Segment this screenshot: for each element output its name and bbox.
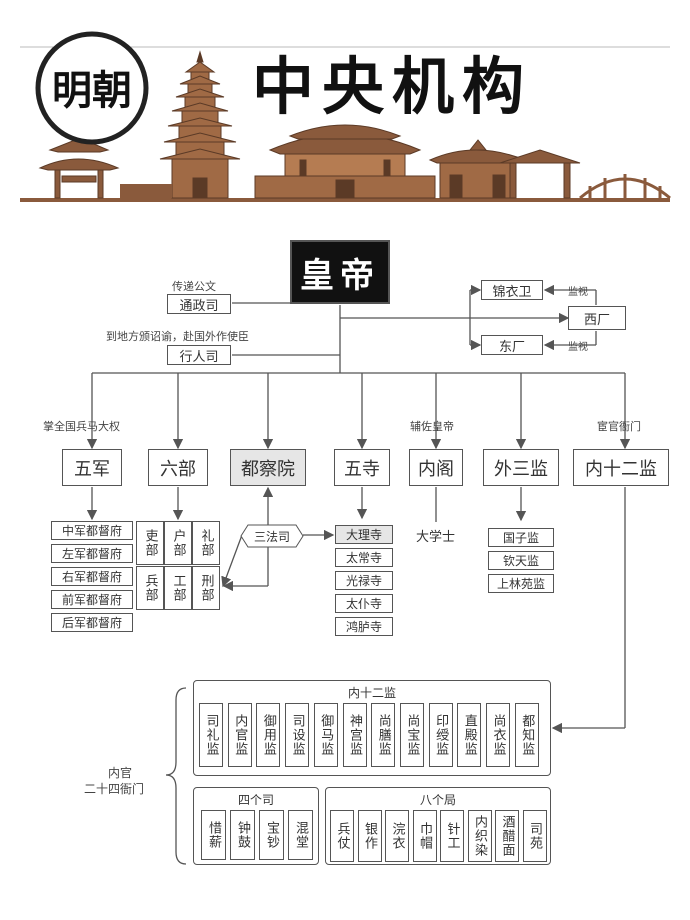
monitor-label-2: 监视 — [568, 342, 588, 353]
daxueshi-label: 大学士 — [416, 530, 456, 545]
xingrensi-desc: 到地方颁诏谕，赴国外作使臣 — [106, 330, 249, 343]
four-offices-frame — [193, 787, 319, 865]
dudufu-item: 右军都督府 — [51, 567, 133, 586]
office-item: 钟鼓 — [230, 810, 255, 860]
neige-box: 内阁 — [409, 449, 463, 486]
directorate-item: 御用监 — [256, 703, 281, 767]
sanfasi-label: 三法司 — [253, 529, 290, 544]
ministry-item: 兵部 — [136, 566, 164, 610]
ministry-item: 户部 — [164, 521, 192, 565]
dudufu-item: 中军都督府 — [51, 521, 133, 540]
jinyiwei-box: 锦衣卫 — [481, 280, 543, 300]
bureau-item: 巾帽 — [412, 810, 437, 862]
twelve-directorates-title: 内十二监 — [347, 686, 397, 700]
directorate-item: 印绶监 — [428, 703, 453, 767]
bureau-item: 兵仗 — [330, 810, 354, 862]
twelve-directorates-frame — [193, 680, 551, 776]
dudufu-item: 左军都督府 — [51, 544, 133, 563]
ministry-item: 刑部 — [192, 566, 220, 610]
wujun-desc: 掌全国兵马大权 — [43, 420, 120, 433]
wujun-box: 五军 — [62, 449, 122, 486]
bureau-item: 针工 — [440, 810, 464, 862]
office-item: 宝钞 — [259, 810, 284, 860]
ministry-item: 礼部 — [192, 521, 220, 565]
temple-item: 太仆寺 — [335, 594, 393, 613]
directorate-item: 内官监 — [227, 703, 252, 767]
eight-bureaus-title: 八个局 — [419, 793, 457, 807]
wusi-box: 五寺 — [334, 449, 390, 486]
temple-item: 光禄寺 — [335, 571, 393, 590]
eight-bureaus-frame — [325, 787, 551, 865]
office-item: 混堂 — [288, 810, 313, 860]
directorate-item: 尚宝监 — [399, 703, 424, 767]
inner-court-label-2: 二十四衙门 — [84, 782, 145, 796]
neishierjian-desc: 宦官衙门 — [597, 420, 641, 433]
neige-desc: 辅佐皇帝 — [410, 420, 454, 433]
sanfasi-shape — [240, 524, 304, 548]
office-item: 惜薪 — [201, 810, 226, 860]
directorate-item: 司设监 — [285, 703, 310, 767]
directorate-item: 司礼监 — [199, 703, 223, 767]
temple-item: 鸿胪寺 — [335, 617, 393, 636]
duchayuan-box: 都察院 — [230, 449, 306, 486]
temple-item: 大理寺 — [335, 525, 393, 544]
directorate-item: 神宫监 — [342, 703, 367, 767]
dongchang-box: 东厂 — [481, 335, 543, 355]
xichang-box: 西厂 — [568, 306, 626, 330]
bureau-item: 内织染 — [467, 810, 492, 862]
temple-item: 太常寺 — [335, 548, 393, 567]
directorate-item: 御马监 — [313, 703, 338, 767]
dynasty-title: 明朝 — [52, 67, 132, 114]
monitor-label-1: 监视 — [568, 287, 588, 298]
neishierjian-box: 内十二监 — [573, 449, 669, 486]
ministry-item: 吏部 — [136, 521, 164, 565]
tongzhengsi-desc: 传递公文 — [172, 280, 216, 293]
outer-three-item: 国子监 — [488, 528, 554, 547]
bureau-item: 银作 — [357, 810, 382, 862]
directorate-item: 尚衣监 — [486, 703, 510, 767]
inner-court-label-1: 内官 — [107, 766, 132, 780]
outer-three-item: 上林苑监 — [488, 574, 554, 593]
page-title: 中央机构 — [252, 50, 532, 123]
directorate-item: 都知监 — [514, 703, 539, 767]
header-banner-illustration: 明朝 中央机构 — [0, 0, 690, 215]
directorate-item: 直殿监 — [457, 703, 482, 767]
dudufu-item: 前军都督府 — [51, 590, 133, 609]
dudufu-item: 后军都督府 — [51, 613, 133, 632]
xingrensi-box: 行人司 — [167, 345, 231, 365]
ministry-item: 工部 — [164, 566, 192, 610]
bureau-item: 司苑 — [522, 810, 547, 862]
emperor-box: 皇帝 — [290, 240, 390, 304]
directorate-item: 尚膳监 — [371, 703, 396, 767]
four-offices-title: 四个司 — [237, 793, 275, 807]
liubu-box: 六部 — [148, 449, 208, 486]
outer-three-item: 钦天监 — [488, 551, 554, 570]
bureau-item: 酒醋面 — [495, 810, 519, 862]
tongzhengsi-box: 通政司 — [167, 294, 231, 314]
waisanjian-box: 外三监 — [483, 449, 559, 486]
bureau-item: 浣衣 — [385, 810, 409, 862]
